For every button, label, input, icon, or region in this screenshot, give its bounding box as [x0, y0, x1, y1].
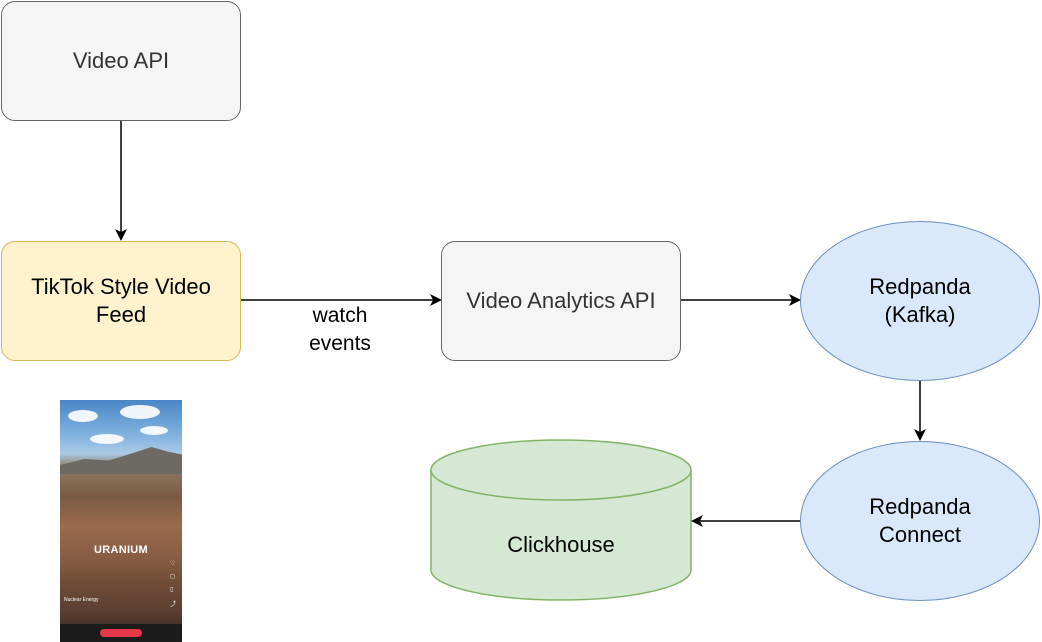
cloud-shape: [140, 426, 168, 435]
thumbnail-caption: Nuclear Energy: [64, 597, 99, 603]
clickhouse-label: Clickhouse: [507, 532, 615, 557]
thumbnail-title: URANIUM: [93, 544, 149, 556]
video-analytics-api-node[interactable]: Video Analytics API: [441, 241, 681, 361]
comment-icon: ◻: [169, 574, 175, 580]
clickhouse-cylinder[interactable]: [430, 439, 692, 601]
redpanda-kafka-node[interactable]: Redpanda (Kafka): [800, 221, 1040, 381]
mountain-shape: [60, 447, 182, 474]
tiktok-feed-label: TikTok Style Video Feed: [31, 274, 211, 327]
redpanda-connect-label: Redpanda Connect: [869, 494, 971, 547]
video-analytics-api-label: Video Analytics API: [466, 288, 656, 313]
cloud-shape: [68, 410, 98, 422]
cloud-shape: [90, 434, 124, 444]
cloud-shape: [120, 405, 160, 419]
heart-icon: ♡: [169, 561, 176, 567]
share-icon: ⤴: [169, 602, 176, 608]
watch-events-label: watch events: [309, 304, 371, 355]
redpanda-connect-node[interactable]: Redpanda Connect: [800, 441, 1040, 601]
video-api-label: Video API: [72, 48, 170, 73]
thumbnail-side-icons: ♡ ◻ ▯ ⤴: [170, 560, 176, 608]
thumbnail-bottom-bar: [60, 624, 182, 642]
bookmark-icon: ▯: [169, 587, 174, 593]
tiktok-feed-thumbnail: URANIUM ♡ ◻ ▯ ⤴ Nuclear Energy: [60, 400, 182, 642]
redpanda-kafka-label: Redpanda (Kafka): [869, 274, 971, 327]
thumbnail-cta-button: [100, 629, 142, 637]
video-api-node[interactable]: Video API: [1, 1, 241, 121]
tiktok-feed-node[interactable]: TikTok Style Video Feed: [1, 241, 241, 361]
